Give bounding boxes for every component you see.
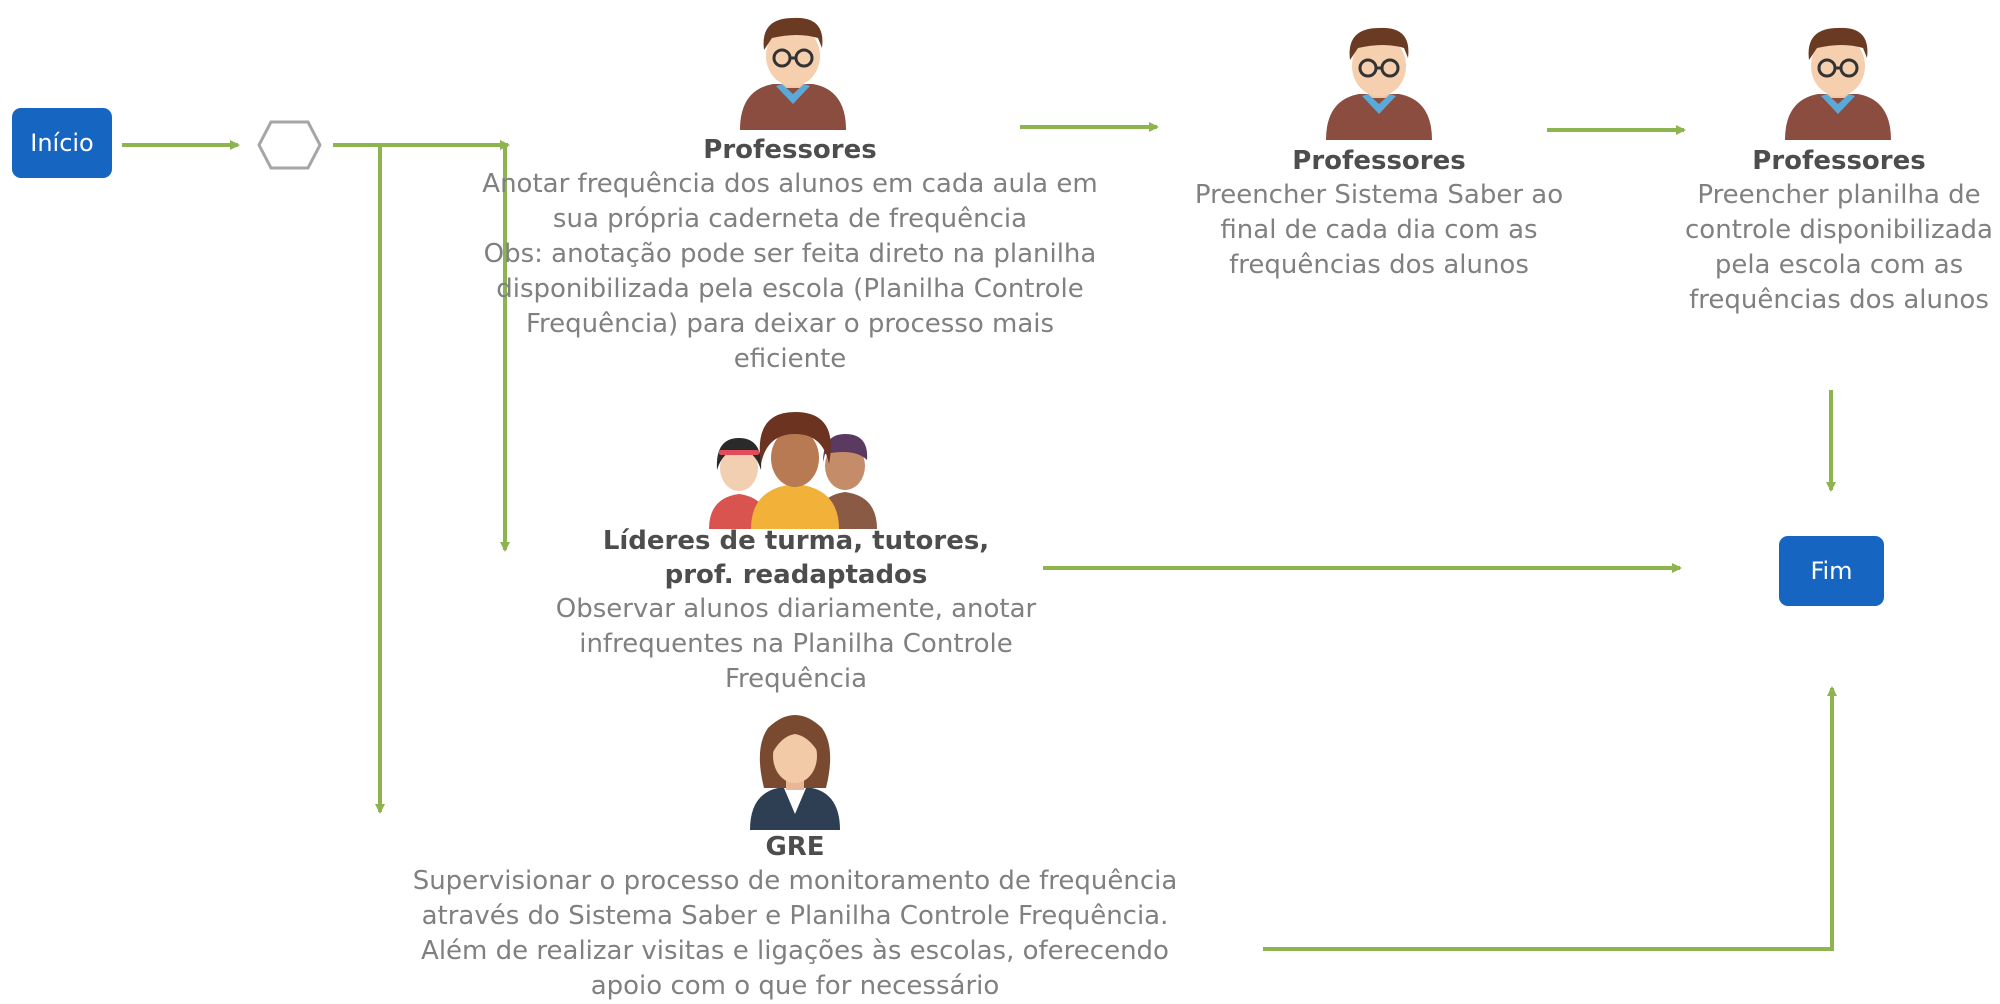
- teacher-avatar-icon: [1785, 27, 1891, 140]
- node-title: Professores: [1752, 146, 1926, 176]
- group-avatar-icon: [709, 412, 877, 529]
- description-line: controle disponibilizada: [1685, 215, 1993, 245]
- description-line: disponibilizada pela escola (Planilha Co…: [496, 274, 1084, 304]
- description-line: Preencher Sistema Saber ao: [1194, 180, 1564, 210]
- teacher-avatar-icon: [740, 17, 846, 130]
- node-professores-1: Professores Anotar frequência dos alunos…: [440, 133, 1140, 377]
- description-line: Frequência) para deixar o processo mais: [525, 309, 1055, 339]
- node-title: Líderes de turma, tutores, prof. readapt…: [496, 524, 1096, 592]
- node-title: GRE: [765, 832, 825, 862]
- description-line: sua própria caderneta de frequência: [552, 204, 1028, 234]
- node-title: Professores: [1292, 146, 1466, 176]
- node-gre: GRE Supervisionar o processo de monitora…: [390, 830, 1200, 1004]
- node-title: Professores: [703, 135, 877, 165]
- title-line: Líderes de turma, tutores,: [602, 526, 990, 556]
- end-terminal: Fim: [1779, 536, 1884, 606]
- node-description: Preencher Sistema Saber ao final de cada…: [1159, 178, 1599, 283]
- woman-avatar-icon: [750, 715, 840, 830]
- description-line: apoio com o que for necessário: [590, 971, 1000, 1001]
- start-terminal: Início: [12, 108, 112, 178]
- description-line: através do Sistema Saber e Planilha Cont…: [421, 901, 1169, 931]
- node-description: Supervisionar o processo de monitorament…: [390, 864, 1200, 1004]
- arrow-gre-to-fim: [1263, 686, 1837, 951]
- node-description: Observar alunos diariamente, anotar infr…: [496, 592, 1096, 697]
- description-line: Frequência: [724, 664, 868, 694]
- node-professores-2: Professores Preencher Sistema Saber ao f…: [1159, 144, 1599, 283]
- node-description: Preencher planilha de controle disponibi…: [1656, 178, 2000, 318]
- title-line: prof. readaptados: [664, 560, 928, 590]
- description-line: Obs: anotação pode ser feita direto na p…: [483, 239, 1097, 269]
- description-line: pela escola com as: [1714, 250, 1964, 280]
- teacher-avatar-icon: [1326, 27, 1432, 140]
- description-line: Supervisionar o processo de monitorament…: [412, 866, 1178, 896]
- description-line: final de cada dia com as: [1220, 215, 1538, 245]
- parallel-gateway-hexagon-icon: [257, 120, 322, 170]
- description-line: Preencher planilha de: [1697, 180, 1981, 210]
- description-line: Anotar frequência dos alunos em cada aul…: [482, 169, 1098, 199]
- description-line: infrequentes na Planilha Controle: [579, 629, 1013, 659]
- description-line: frequências dos alunos: [1689, 285, 1989, 315]
- node-professores-3: Professores Preencher planilha de contro…: [1656, 144, 2000, 318]
- description-line: Além de realizar visitas e ligações às e…: [421, 936, 1169, 966]
- description-line: Observar alunos diariamente, anotar: [555, 594, 1037, 624]
- node-description: Anotar frequência dos alunos em cada aul…: [440, 167, 1140, 377]
- description-line: eficiente: [733, 344, 847, 374]
- node-lideres: Líderes de turma, tutores, prof. readapt…: [496, 524, 1096, 697]
- description-line: frequências dos alunos: [1229, 250, 1529, 280]
